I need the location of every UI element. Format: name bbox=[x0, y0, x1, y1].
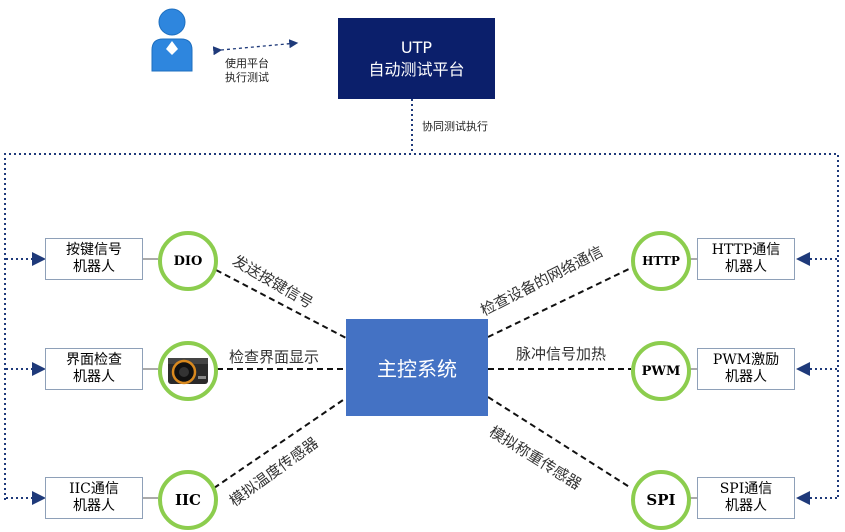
interface-camera bbox=[158, 341, 218, 401]
user-platform-link bbox=[212, 39, 299, 56]
robot-box-spi: SPI通信 机器人 bbox=[697, 477, 795, 519]
robot-box-http: HTTP通信 机器人 bbox=[697, 238, 795, 280]
robot-box-iic: IIC通信 机器人 bbox=[45, 477, 143, 519]
main-control-system: 主控系统 bbox=[346, 319, 488, 416]
interface-iic: IIC bbox=[158, 470, 218, 530]
interface-pwm: PWM bbox=[631, 341, 691, 401]
user-link-label: 使用平台 执行测试 bbox=[225, 57, 269, 84]
test-platform-box: UTP 自动测试平台 bbox=[338, 18, 495, 99]
spoke-iic bbox=[213, 397, 347, 489]
interface-dio: DIO bbox=[158, 231, 218, 291]
edge-label-pulse-heating: 脉冲信号加热 bbox=[516, 345, 607, 363]
robot-box-ui-check: 界面检查 机器人 bbox=[45, 348, 143, 390]
user-icon bbox=[151, 8, 193, 72]
interface-http: HTTP bbox=[631, 231, 691, 291]
spoke-spi bbox=[487, 396, 632, 489]
collab-bus bbox=[4, 153, 839, 500]
robot-box-button-signal: 按键信号 机器人 bbox=[45, 238, 143, 280]
interface-spi: SPI bbox=[631, 470, 691, 530]
robot-box-pwm: PWM激励 机器人 bbox=[697, 348, 795, 390]
platform-subtitle: 自动测试平台 bbox=[368, 59, 465, 79]
collab-label: 协同测试执行 bbox=[422, 120, 488, 133]
camera-icon bbox=[168, 358, 208, 385]
platform-title: UTP bbox=[400, 37, 433, 57]
spoke-dio bbox=[215, 269, 347, 339]
edge-label-check-ui-display: 检查界面显示 bbox=[229, 348, 320, 366]
spoke-http bbox=[487, 267, 632, 338]
